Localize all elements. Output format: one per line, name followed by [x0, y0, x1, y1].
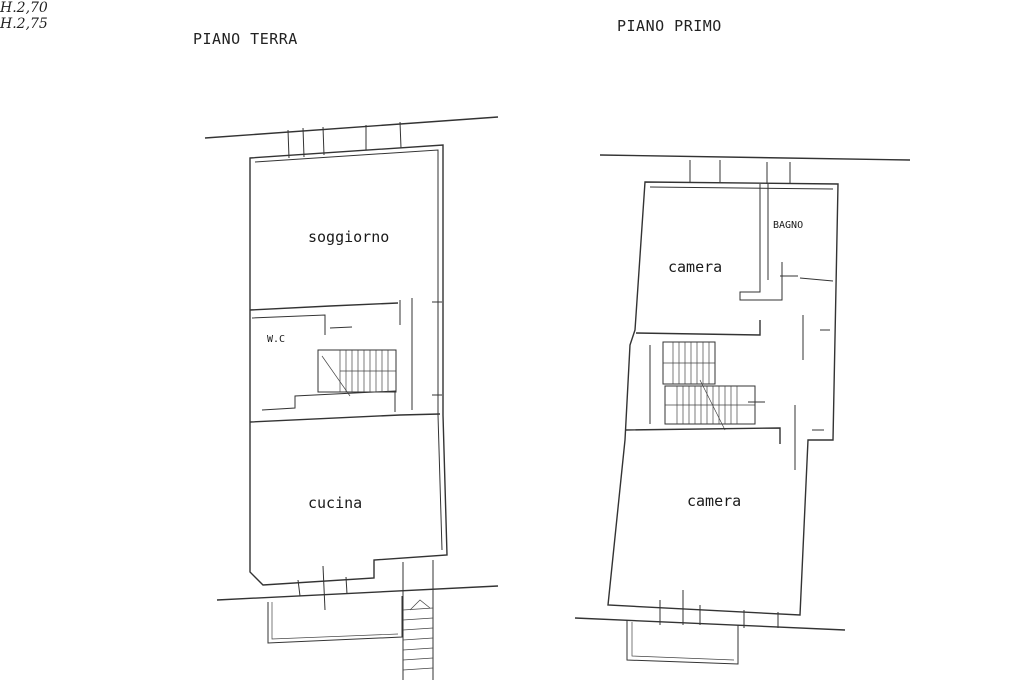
window-mark: [322, 565, 326, 611]
window-mark: [302, 127, 305, 158]
room-label-wc: W.C: [267, 334, 286, 345]
first-floor-plan: [574, 154, 911, 665]
ground-inner-wall-line: [254, 149, 443, 551]
window-mark: [297, 579, 301, 597]
ground-balcony: [267, 596, 403, 644]
plan-title-first: PIANO PRIMO: [617, 17, 722, 35]
window-mark: [399, 121, 402, 149]
window-mark: [287, 129, 290, 159]
stair-arrow: [409, 599, 431, 611]
ground-outer-wall: [249, 144, 448, 586]
street-line-bottom: [574, 617, 846, 631]
external-stair: [402, 560, 434, 680]
height-note-first: H.2,75: [0, 16, 48, 32]
ground-floor-plan: [204, 116, 499, 680]
first-balcony: [626, 620, 739, 665]
room-label-camera-top: camera: [668, 258, 723, 276]
room-label-bagno: BAGNO: [773, 220, 804, 231]
partition-wall: [249, 413, 441, 423]
height-note-ground: H.2,70: [0, 0, 48, 16]
first-inner-wall-line: [649, 186, 834, 190]
street-line-top: [204, 116, 499, 139]
partition-wall: [635, 320, 761, 336]
partition-wall: [249, 302, 399, 311]
stair-arrow: [699, 379, 726, 431]
room-label-cucina: cucina: [308, 494, 363, 512]
window-mark: [345, 576, 348, 595]
window-mark: [322, 126, 325, 156]
stair-base-wall: [261, 390, 396, 412]
street-line-top: [599, 154, 911, 161]
wc-wall: [251, 314, 326, 335]
first-outer-wall: [607, 181, 839, 616]
partition-wall: [624, 427, 781, 444]
wc-door: [329, 326, 353, 329]
stair-arrow: [321, 355, 351, 397]
room-label-camera-bottom: camera: [687, 492, 742, 510]
plan-title-ground: PIANO TERRA: [193, 30, 298, 48]
room-label-soggiorno: soggiorno: [308, 228, 390, 246]
street-line-bottom: [216, 585, 499, 601]
bagno-wall: [739, 184, 783, 301]
